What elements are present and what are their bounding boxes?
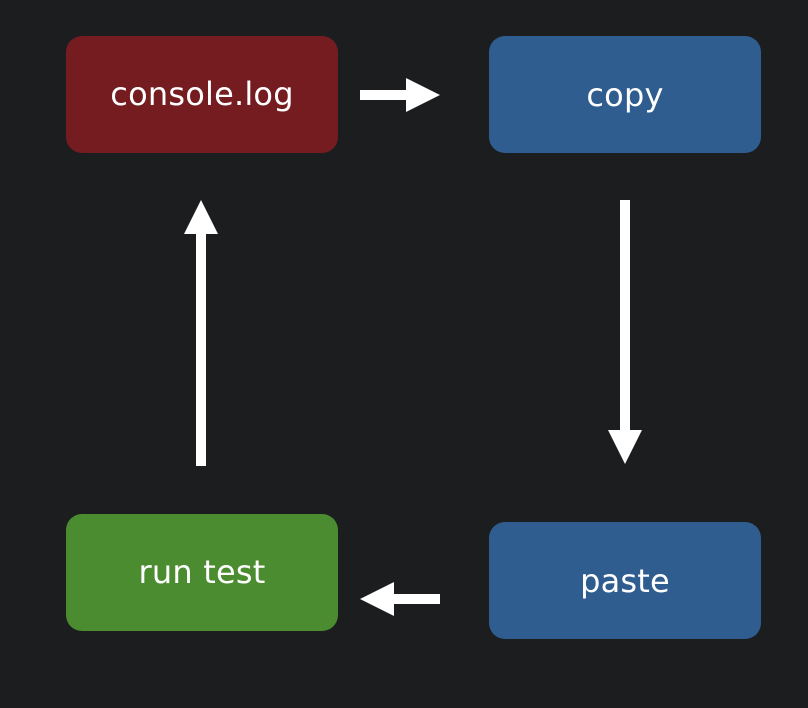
- arrow-run-test-to-console: [184, 200, 218, 466]
- arrow-copy-to-paste: [608, 200, 642, 464]
- node-run-test-label: run test: [138, 552, 266, 591]
- node-run-test: run test: [66, 514, 338, 631]
- arrow-console-to-copy: [360, 78, 440, 112]
- node-console-log-label: console.log: [110, 74, 294, 113]
- node-paste: paste: [489, 522, 761, 639]
- node-copy-label: copy: [586, 75, 664, 114]
- node-copy: copy: [489, 36, 761, 153]
- arrow-paste-to-run-test: [360, 582, 440, 616]
- node-paste-label: paste: [580, 561, 670, 600]
- node-console-log: console.log: [66, 36, 338, 153]
